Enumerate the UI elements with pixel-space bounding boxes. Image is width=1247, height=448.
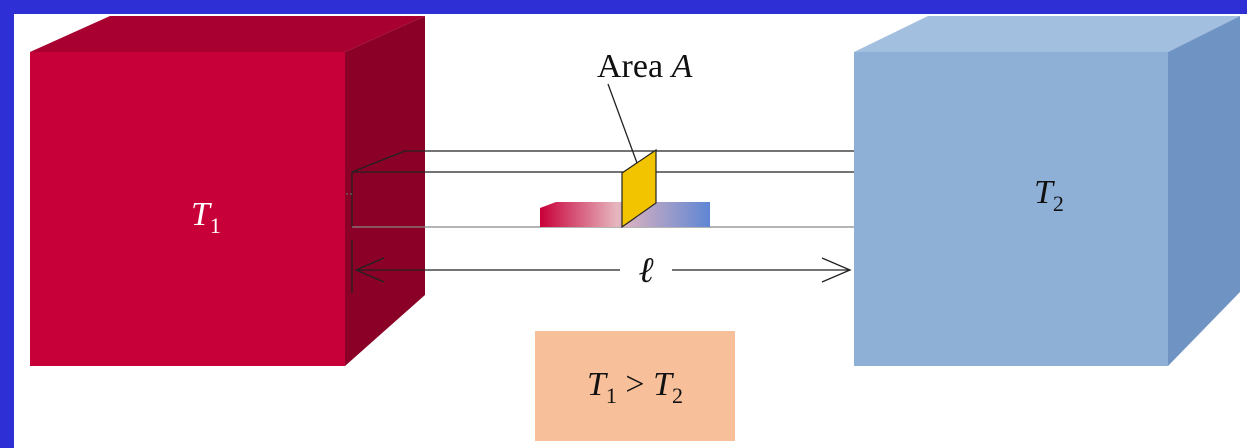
- cold-block: [854, 16, 1240, 366]
- hot-block: [30, 16, 425, 366]
- hot-temperature-label: T1: [191, 196, 221, 238]
- area-label: Area A: [597, 48, 693, 85]
- cold-block-side: [1168, 16, 1240, 366]
- condition-label: T1 > T2: [587, 366, 683, 408]
- length-dimension-arrow: [351, 240, 852, 293]
- area-leader-line: [607, 83, 638, 164]
- hot-block-side: [345, 16, 425, 366]
- cold-temperature-label: T2: [1034, 174, 1064, 216]
- hot-block-front: [30, 52, 345, 366]
- diagram-canvas: Area A T1 T2 ℓ T1 > T2: [14, 14, 1247, 448]
- hot-block-top: [30, 16, 425, 52]
- condition-box: [535, 331, 735, 441]
- cold-block-top: [854, 16, 1240, 52]
- heat-conduction-diagram: Area A T1 T2 ℓ T1 > T2: [30, 16, 1240, 441]
- cold-block-front: [854, 52, 1168, 366]
- area-patch: [621, 148, 657, 229]
- length-label: ℓ: [639, 250, 654, 290]
